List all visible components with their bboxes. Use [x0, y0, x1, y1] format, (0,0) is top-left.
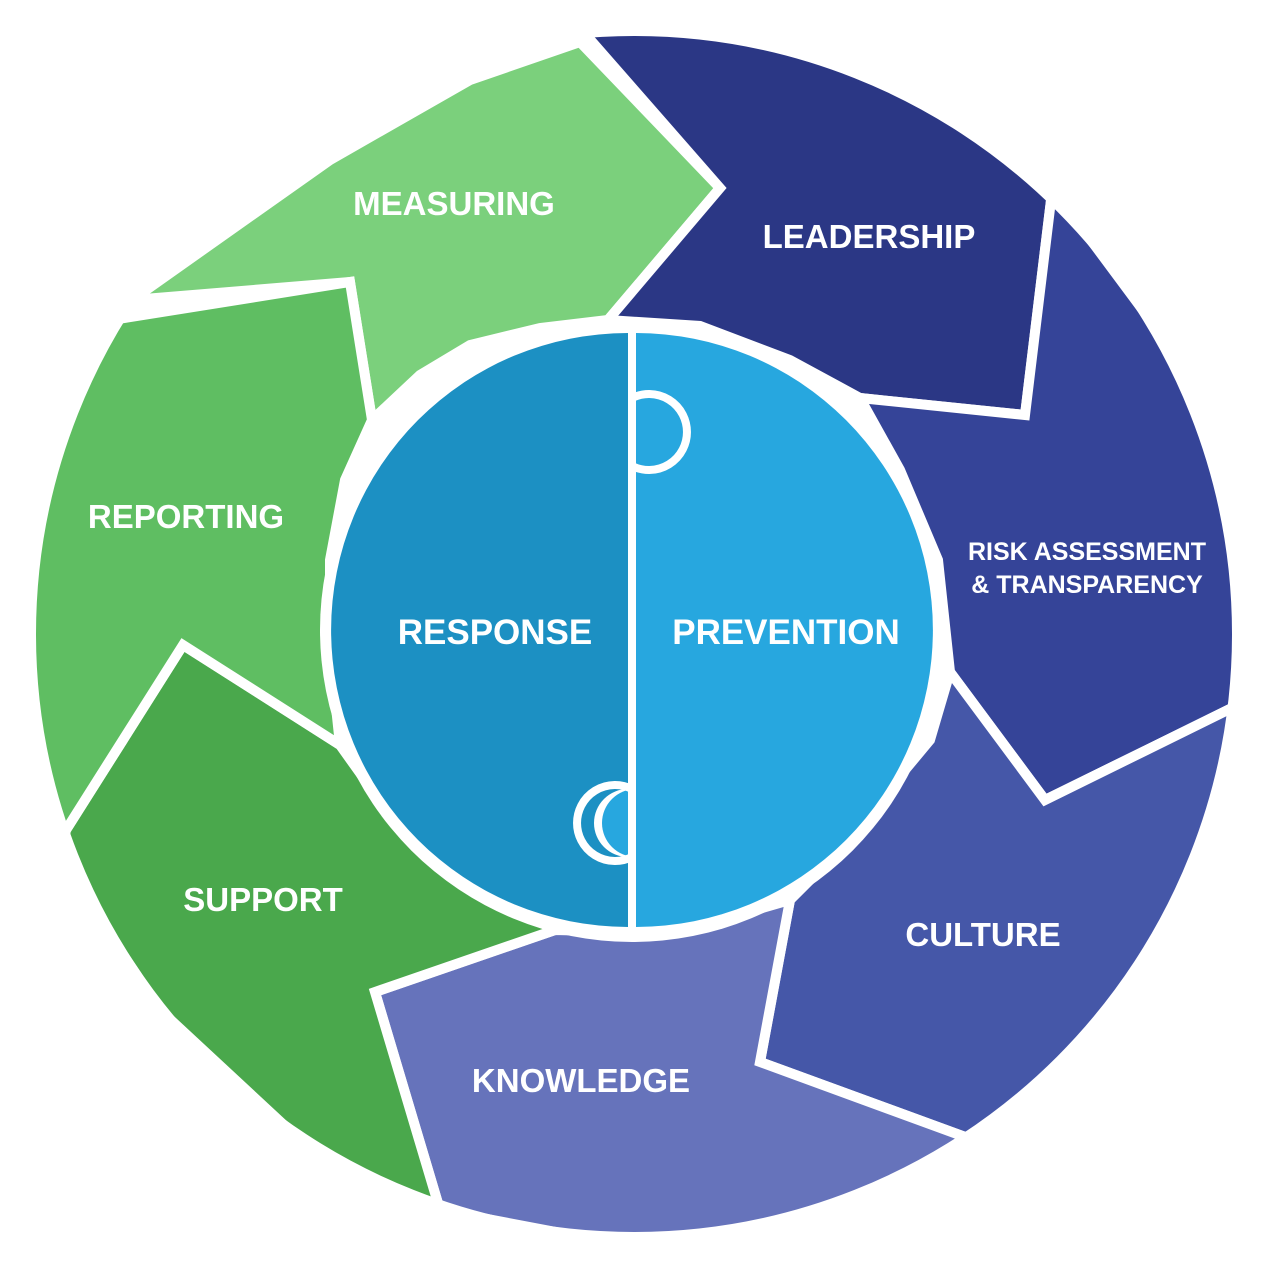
core-knob-outline-bottom [573, 781, 634, 865]
label-knowledge: KNOWLEDGE [472, 1062, 690, 1099]
label-reporting: REPORTING [88, 498, 284, 535]
core-prevention-knob [602, 789, 636, 857]
core-prevention-half [636, 333, 933, 927]
label-risk-line1: RISK ASSESSMENT [968, 538, 1206, 566]
label-prevention: PREVENTION [672, 613, 900, 652]
outer-ring-edge [32, 32, 1236, 1236]
core-knob-outline-top [630, 390, 691, 474]
label-culture: CULTURE [905, 916, 1060, 953]
label-leadership: LEADERSHIP [763, 218, 976, 255]
label-risk-line2: & TRANSPARENCY [971, 571, 1203, 599]
segment-reporting [34, 276, 378, 839]
core-circle [320, 318, 944, 942]
label-response: RESPONSE [398, 613, 593, 652]
core-response-half [331, 333, 628, 927]
label-measuring: MEASURING [353, 185, 555, 222]
label-support: SUPPORT [183, 881, 343, 918]
